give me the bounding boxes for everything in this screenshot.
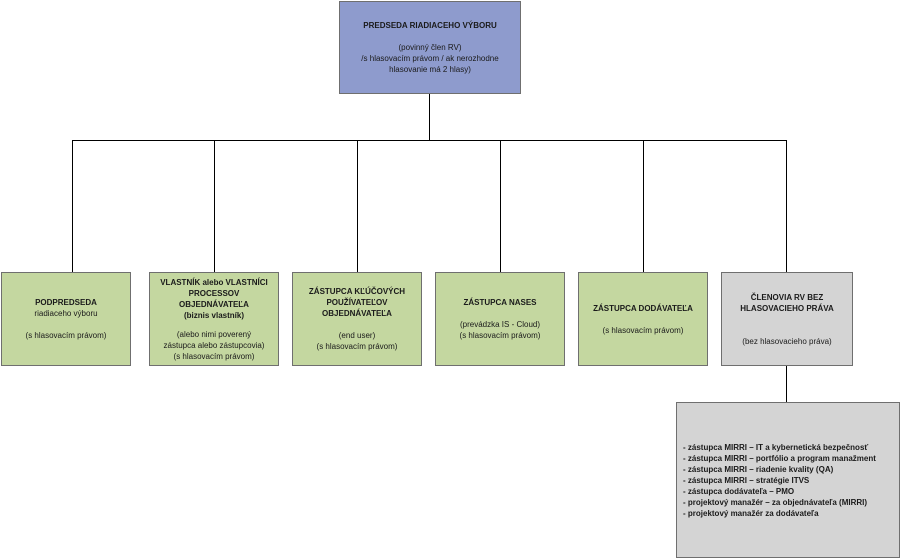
member-desc: (bez hlasovacieho práva) — [742, 336, 832, 346]
member-title: ČLENOVIA RV BEZ — [750, 292, 824, 302]
member-title: (biznis vlastník) — [183, 310, 244, 320]
list-item: - zástupca MIRRI – portfólio a program m… — [683, 453, 876, 463]
list-item: - projektový manažér – za objednávateľa … — [683, 497, 868, 507]
list-item: - zástupca dodávateľa – PMO — [683, 486, 795, 496]
list-item: - zástupca MIRRI – riadenie kvality (QA) — [683, 464, 834, 474]
chair-line: /s hlasovacím právom / ak nerozhodne — [361, 54, 499, 63]
member-title: PODPREDSEDA — [35, 298, 97, 307]
member-box-supplier: ZÁSTUPCA DODÁVATEĽA (s hlasovacím právom… — [578, 272, 708, 366]
member-title: ZÁSTUPCA DODÁVATEĽA — [593, 303, 693, 313]
list-item: - zástupca MIRRI – IT a kybernetická bez… — [683, 442, 869, 452]
member-desc: (prevádzka IS - Cloud) — [459, 320, 541, 329]
member-box-process-owner: VLASTNÍK alebo VLASTNÍCI PROCESSOV OBJED… — [149, 272, 279, 366]
member-box-vice-chair: PODPREDSEDA riadiaceho výboru (s hlasova… — [1, 272, 131, 366]
chair-line: hlasovanie má 2 hlasy) — [389, 65, 471, 74]
member-desc: (end user) — [338, 331, 376, 340]
member-desc: (s hlasovacím právom) — [25, 331, 107, 340]
member-desc: (s hlasovacím právom) — [316, 342, 398, 351]
chair-title: PREDSEDA RIADIACEHO VÝBORU — [363, 21, 497, 30]
list-item: - projektový manažér za dodávateľa — [683, 508, 819, 518]
member-title: VLASTNÍK alebo VLASTNÍCI — [160, 277, 268, 287]
list-item: - zástupca MIRRI – stratégie ITVS — [683, 475, 810, 485]
member-title: OBJEDNÁVATEĽA — [179, 299, 249, 309]
chair-box: PREDSEDA RIADIACEHO VÝBORU (povinný člen… — [339, 1, 521, 94]
member-desc: (s hlasovacím právom) — [173, 351, 255, 361]
member-title: HLASOVACIEHO PRÁVA — [740, 303, 834, 313]
member-box-key-users: ZÁSTUPCA KĽÚČOVÝCH POUŽÍVATEĽOV OBJEDNÁV… — [292, 272, 422, 366]
member-desc: zástupca alebo zástupcovia) — [163, 340, 265, 350]
member-desc: (s hlasovacím právom) — [602, 325, 684, 335]
member-box-non-voting: ČLENOVIA RV BEZ HLASOVACIEHO PRÁVA (bez … — [721, 272, 853, 366]
member-title: PROCESSOV — [188, 288, 240, 298]
member-desc: (alebo nimi poverený — [176, 329, 252, 339]
member-desc: (s hlasovacím právom) — [459, 331, 541, 340]
chair-line: (povinný člen RV) — [398, 43, 462, 52]
member-title: OBJEDNÁVATEĽA — [322, 309, 392, 318]
member-title: ZÁSTUPCA KĽÚČOVÝCH — [308, 287, 406, 296]
member-box-nases: ZÁSTUPCA NASES (prevádzka IS - Cloud) (s… — [435, 272, 565, 366]
member-title: riadiaceho výboru — [34, 309, 98, 318]
member-title: POUŽÍVATEĽOV — [326, 298, 388, 307]
member-title: ZÁSTUPCA NASES — [463, 298, 537, 307]
non-voting-members-list: - zástupca MIRRI – IT a kybernetická bez… — [676, 402, 900, 558]
